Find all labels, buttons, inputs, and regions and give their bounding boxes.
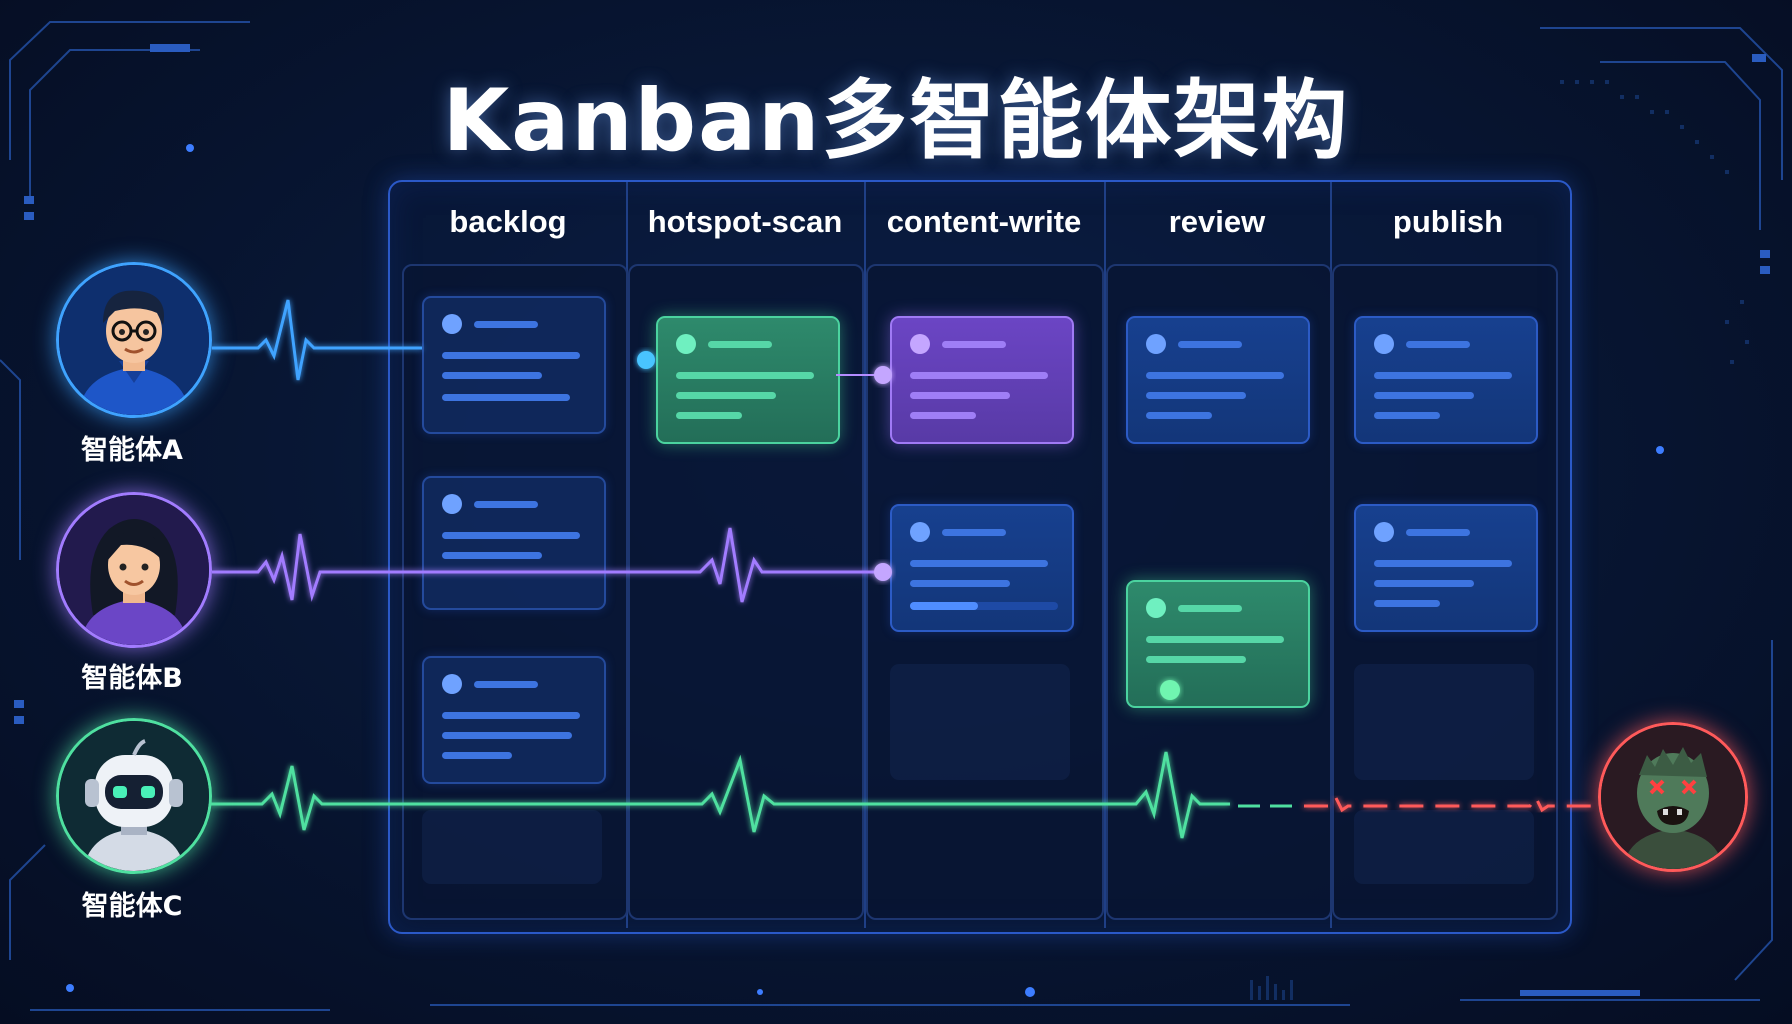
task-card-active[interactable] — [656, 316, 840, 444]
zombie-avatar-icon[interactable] — [1598, 722, 1748, 872]
heartbeat-line-agent-a — [212, 299, 422, 381]
task-card[interactable] — [422, 656, 606, 784]
agent-b-label: 智能体B — [81, 663, 183, 694]
agent-a-label: 智能体A — [81, 435, 183, 466]
empty-card-slot — [1354, 664, 1534, 780]
robot-avatar-icon[interactable] — [56, 718, 212, 874]
link-node — [637, 351, 655, 369]
flatline-dead-agent — [1304, 795, 1600, 813]
column-header-content-write: content-write — [886, 204, 1082, 239]
task-card-active[interactable] — [890, 316, 1074, 444]
column-divider — [864, 182, 866, 928]
column-divider — [1104, 182, 1106, 928]
column-header-hotspot-scan: hotspot-scan — [647, 204, 843, 239]
agent-c-label: 智能体C — [81, 891, 183, 922]
progress-bar — [910, 602, 1058, 610]
link-node — [1160, 680, 1180, 700]
task-card[interactable] — [1354, 504, 1538, 632]
task-card[interactable] — [1126, 316, 1310, 444]
task-card[interactable] — [1354, 316, 1538, 444]
woman-avatar-icon[interactable] — [56, 492, 212, 648]
column-header-publish: publish — [1392, 204, 1504, 239]
heartbeat-line-agent-b — [212, 527, 883, 603]
task-card[interactable] — [422, 296, 606, 434]
column-header-review: review — [1168, 204, 1266, 239]
empty-card-slot — [890, 664, 1070, 780]
task-card-active[interactable] — [1126, 580, 1310, 708]
heartbeat-line-agent-c — [210, 751, 1230, 839]
link-node — [874, 563, 892, 581]
column-header-backlog: backlog — [449, 204, 567, 239]
empty-card-slot — [422, 810, 602, 884]
task-card[interactable] — [890, 504, 1074, 632]
empty-card-slot — [1354, 810, 1534, 884]
developer-avatar-icon[interactable] — [56, 262, 212, 418]
link-node — [874, 366, 892, 384]
page-title: Kanban多智能体架构 — [442, 71, 1350, 171]
task-card[interactable] — [422, 476, 606, 610]
